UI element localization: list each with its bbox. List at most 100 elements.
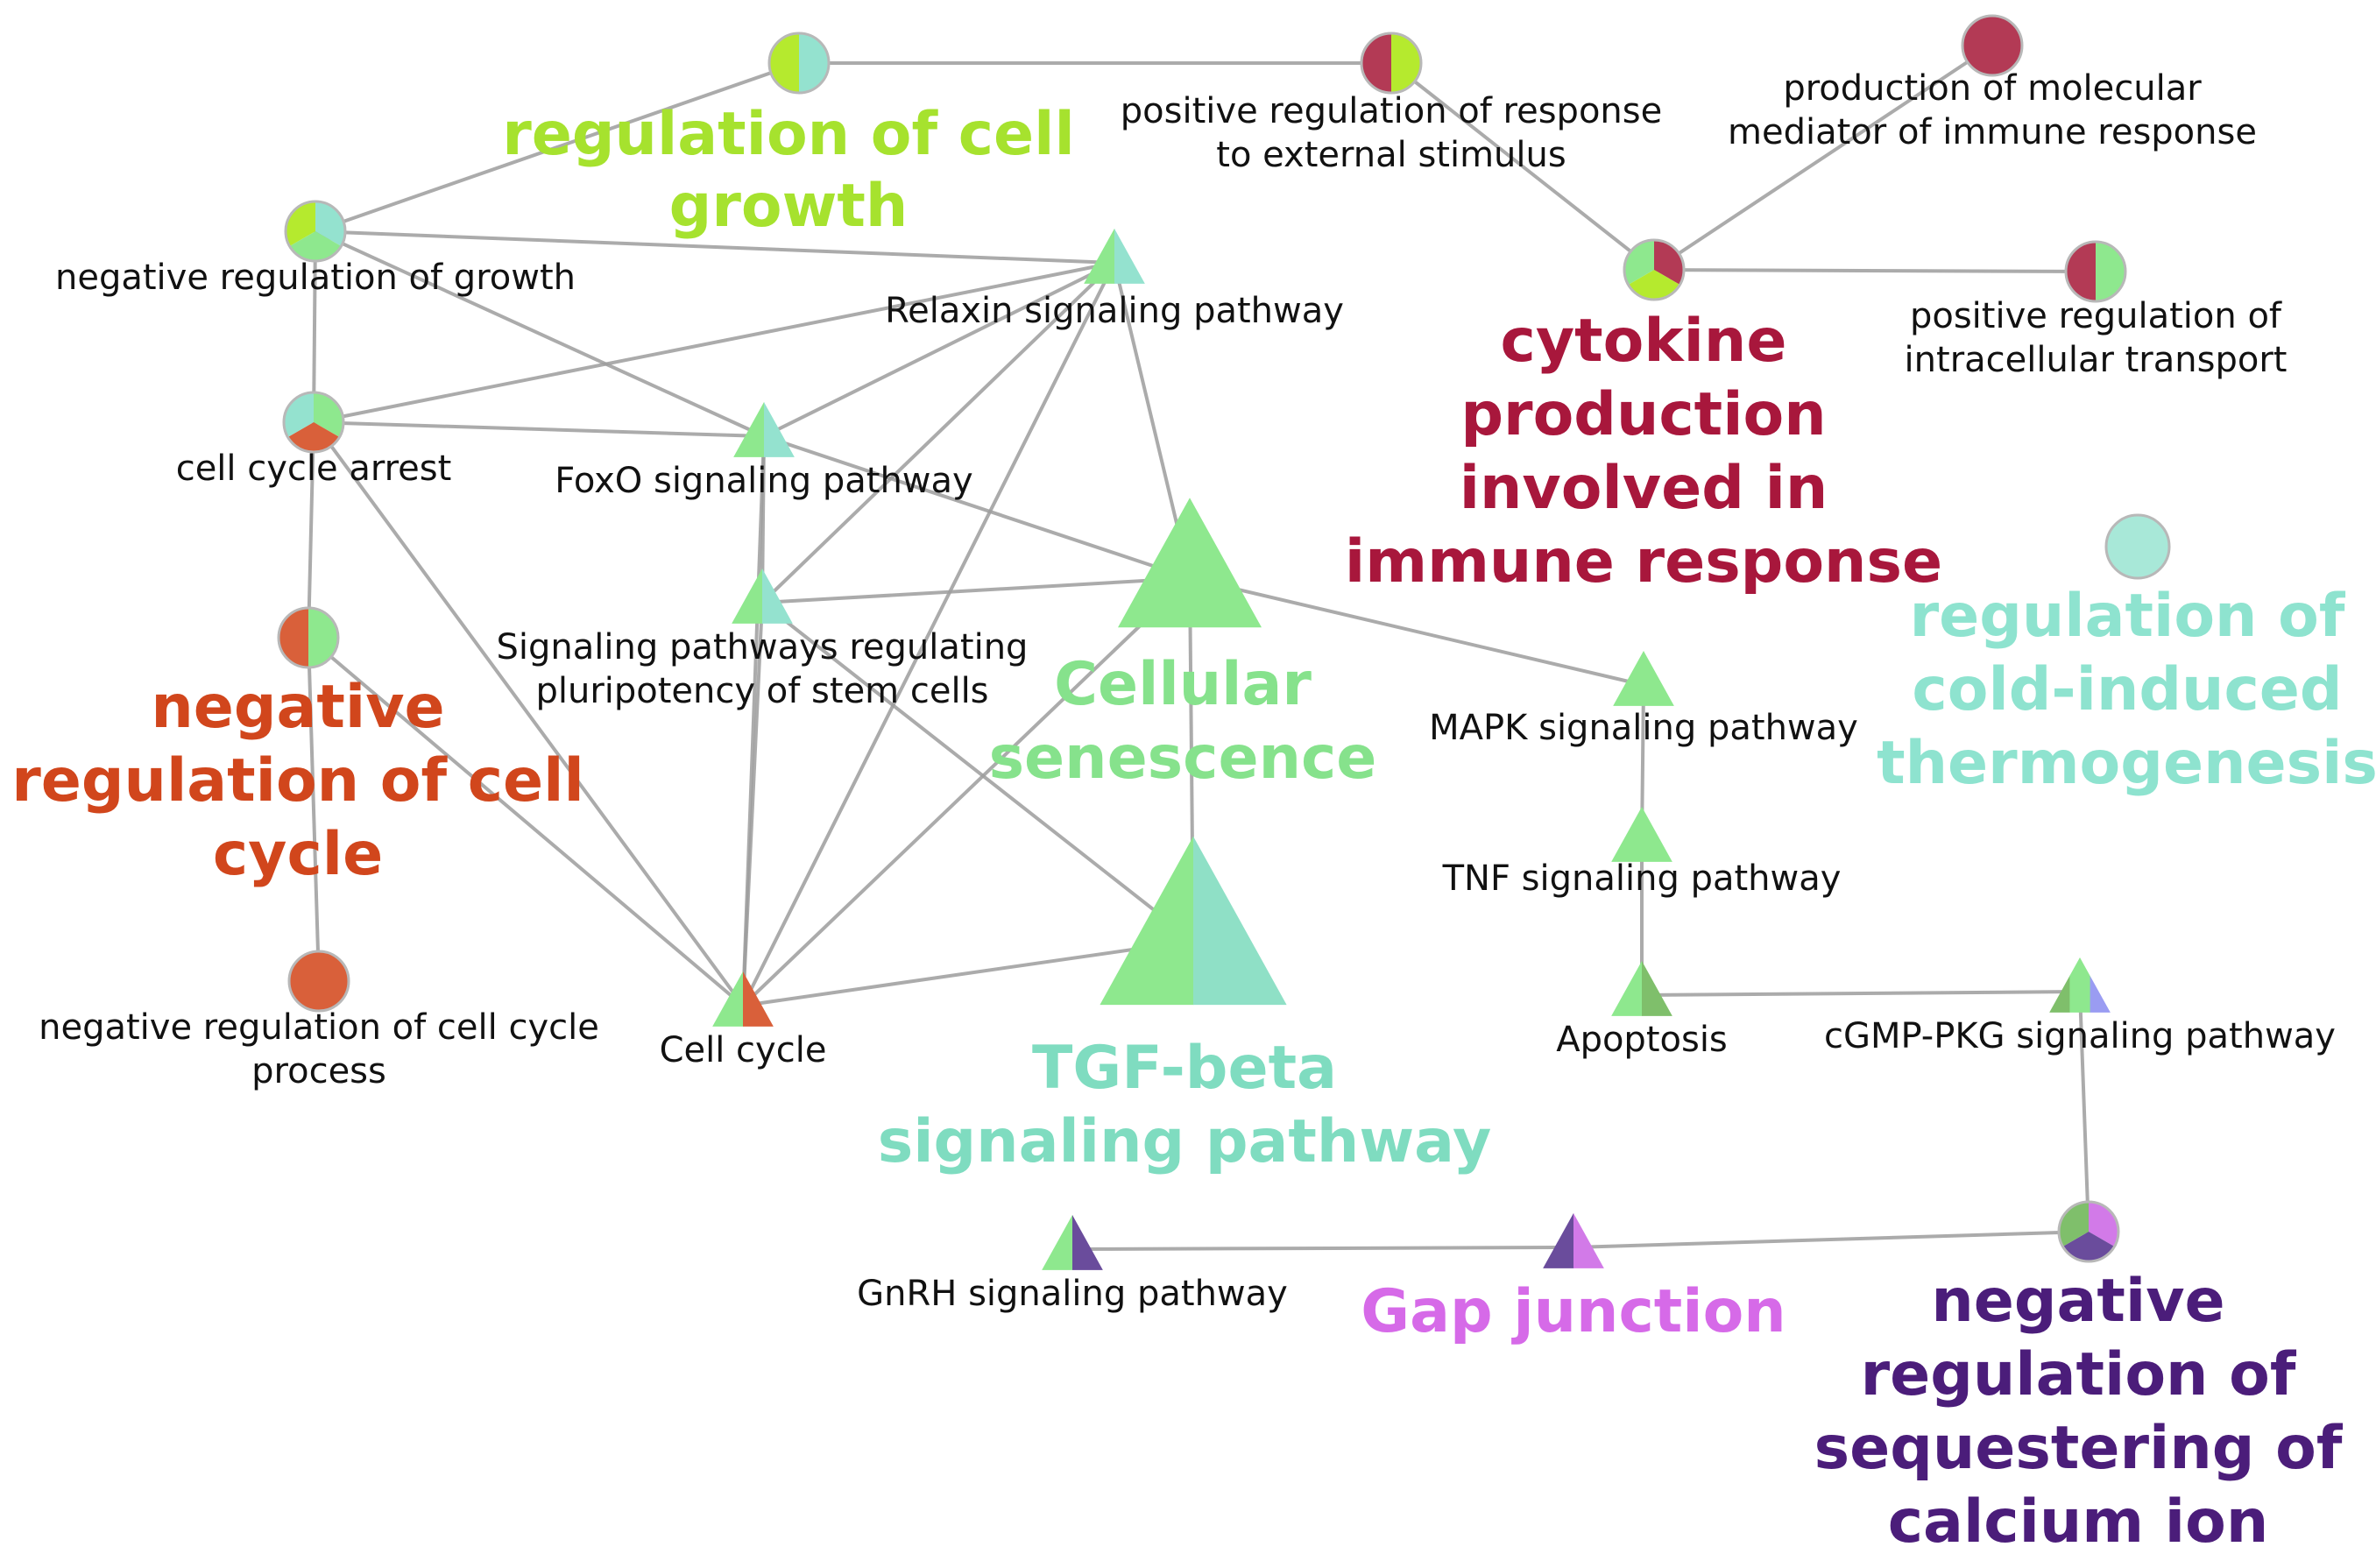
edge-relaxin-to-foxo	[763, 261, 1115, 438]
edge-relaxin-to-cell-cycle	[741, 262, 1116, 1006]
node-cellular-senescence-node[interactable]	[1118, 498, 1262, 628]
group-label-line: calcium ion	[1888, 1487, 2269, 1557]
group-label-line: regulation of cell	[502, 100, 1075, 169]
node-gap-junction-node[interactable]	[1543, 1213, 1604, 1268]
node-cell-cycle[interactable]	[712, 971, 774, 1027]
node-label-line: MAPK signaling pathway	[1429, 708, 1858, 748]
node-slice	[279, 608, 308, 667]
node-cold-thermo-node[interactable]	[2104, 513, 2171, 580]
node-label-line: Signaling pathways regulating	[497, 627, 1029, 667]
node-slice	[1072, 1215, 1103, 1270]
node-slice	[799, 33, 829, 93]
node-label-relaxin: Relaxin signaling pathway	[885, 291, 1344, 331]
edge-prod-molecular-mediator-to-cytokine-node	[1652, 44, 1994, 272]
edge-tgf-beta-node-to-cell-cycle	[742, 939, 1194, 1007]
edge-neg-reg-growth-to-cell-cycle-arrest	[312, 230, 317, 423]
node-slice	[308, 608, 338, 667]
node-label-line: positive regulation of response	[1121, 91, 1662, 131]
node-gnrh[interactable]	[1042, 1215, 1103, 1270]
group-label-line: Gap junction	[1361, 1277, 1786, 1346]
node-outline	[287, 950, 350, 1013]
node-slice	[1118, 498, 1262, 628]
group-label-line: negative	[1931, 1267, 2224, 1336]
node-fill	[289, 951, 349, 1011]
node-slice	[1361, 33, 1391, 93]
node-neg-reg-growth[interactable]	[284, 200, 347, 263]
node-label-line: production of molecular	[1783, 68, 2202, 109]
node-slice	[2069, 957, 2091, 1013]
node-signaling-pluripotency[interactable]	[732, 569, 793, 624]
node-outline	[2064, 240, 2127, 303]
node-outline	[282, 391, 345, 454]
node-label-line: TNF signaling pathway	[1442, 858, 1842, 899]
node-relaxin[interactable]	[1084, 229, 1145, 284]
node-cgmp-pkg[interactable]	[2049, 957, 2111, 1013]
edge-cytokine-node-to-pos-reg-intracellular	[1653, 268, 2097, 273]
group-label-line: sequestering of	[1814, 1414, 2344, 1483]
node-neg-reg-calcium-node[interactable]	[2057, 1200, 2120, 1263]
edge-cellular-senescence-node-to-cell-cycle	[741, 576, 1192, 1007]
group-label-line: involved in	[1460, 454, 1828, 523]
node-outline	[277, 606, 340, 669]
edge-neg-reg-growth-to-relaxin	[315, 230, 1115, 265]
node-label-gnrh: GnRH signaling pathway	[857, 1274, 1288, 1314]
edge-cellular-senescence-node-to-mapk	[1189, 576, 1644, 687]
node-fill	[1962, 16, 2022, 75]
edges-layer	[307, 44, 2097, 1251]
edge-signaling-pluripotency-to-tgf-beta-node	[760, 601, 1195, 943]
group-label-line: TGF-beta	[1032, 1034, 1337, 1103]
node-label-cell-cycle: Cell cycle	[660, 1030, 827, 1070]
edge-foxo-to-cellular-senescence-node	[763, 434, 1191, 580]
node-label-line: to external stimulus	[1216, 135, 1566, 175]
node-label-line: negative regulation of growth	[55, 258, 576, 298]
group-label-line: signaling pathway	[878, 1107, 1492, 1176]
node-label-mapk: MAPK signaling pathway	[1429, 708, 1858, 748]
node-pos-reg-response-ext[interactable]	[1360, 32, 1423, 95]
node-reg-cell-growth-node[interactable]	[767, 32, 831, 95]
node-neg-reg-cell-cycle-node[interactable]	[277, 606, 340, 669]
node-mapk[interactable]	[1613, 651, 1674, 706]
edge-reg-cell-growth-node-to-neg-reg-growth	[315, 61, 800, 233]
node-foxo[interactable]	[733, 402, 795, 457]
edge-apoptosis-to-cgmp-pkg	[1641, 990, 2081, 997]
node-apoptosis[interactable]	[1611, 961, 1672, 1016]
node-label-apoptosis: Apoptosis	[1556, 1020, 1728, 1060]
node-tgf-beta-node[interactable]	[1100, 836, 1287, 1006]
node-label-line: GnRH signaling pathway	[857, 1274, 1288, 1314]
node-slice	[1573, 1213, 1604, 1268]
node-label-line: Apoptosis	[1556, 1020, 1728, 1060]
edge-neg-reg-growth-to-foxo	[315, 230, 765, 438]
node-label-line: intracellular transport	[1905, 340, 2288, 380]
node-slice	[712, 971, 744, 1027]
node-slice	[1543, 1213, 1574, 1268]
node-tnf[interactable]	[1611, 807, 1672, 862]
node-label-line: positive regulation of	[1910, 296, 2282, 336]
node-outline	[767, 32, 831, 95]
node-slice	[1611, 807, 1672, 862]
node-label-line: negative regulation of cell cycle	[39, 1007, 599, 1048]
node-cytokine-node[interactable]	[1623, 238, 1686, 301]
edge-cell-cycle-arrest-to-neg-reg-cell-cycle-node	[307, 421, 315, 639]
node-label-cgmp-pkg: cGMP-PKG signaling pathway	[1824, 1016, 2336, 1056]
edge-neg-reg-cell-cycle-node-to-cell-cycle	[307, 636, 745, 1007]
node-pos-reg-intracellular[interactable]	[2064, 240, 2127, 303]
node-label-line: Relaxin signaling pathway	[885, 291, 1344, 331]
node-fill	[2106, 515, 2169, 578]
group-label-line: negative	[151, 673, 444, 742]
edge-signaling-pluripotency-to-cell-cycle	[741, 602, 764, 1006]
group-label-line: thermogenesis	[1877, 729, 2376, 798]
node-cell-cycle-arrest[interactable]	[282, 391, 345, 454]
nodes-layer	[277, 14, 2171, 1270]
node-neg-reg-cell-cycle-process[interactable]	[287, 950, 350, 1013]
node-prod-molecular-mediator[interactable]	[1961, 14, 2024, 77]
node-outline	[1360, 32, 1423, 95]
edge-gap-junction-node-to-gnrh	[1071, 1246, 1574, 1251]
